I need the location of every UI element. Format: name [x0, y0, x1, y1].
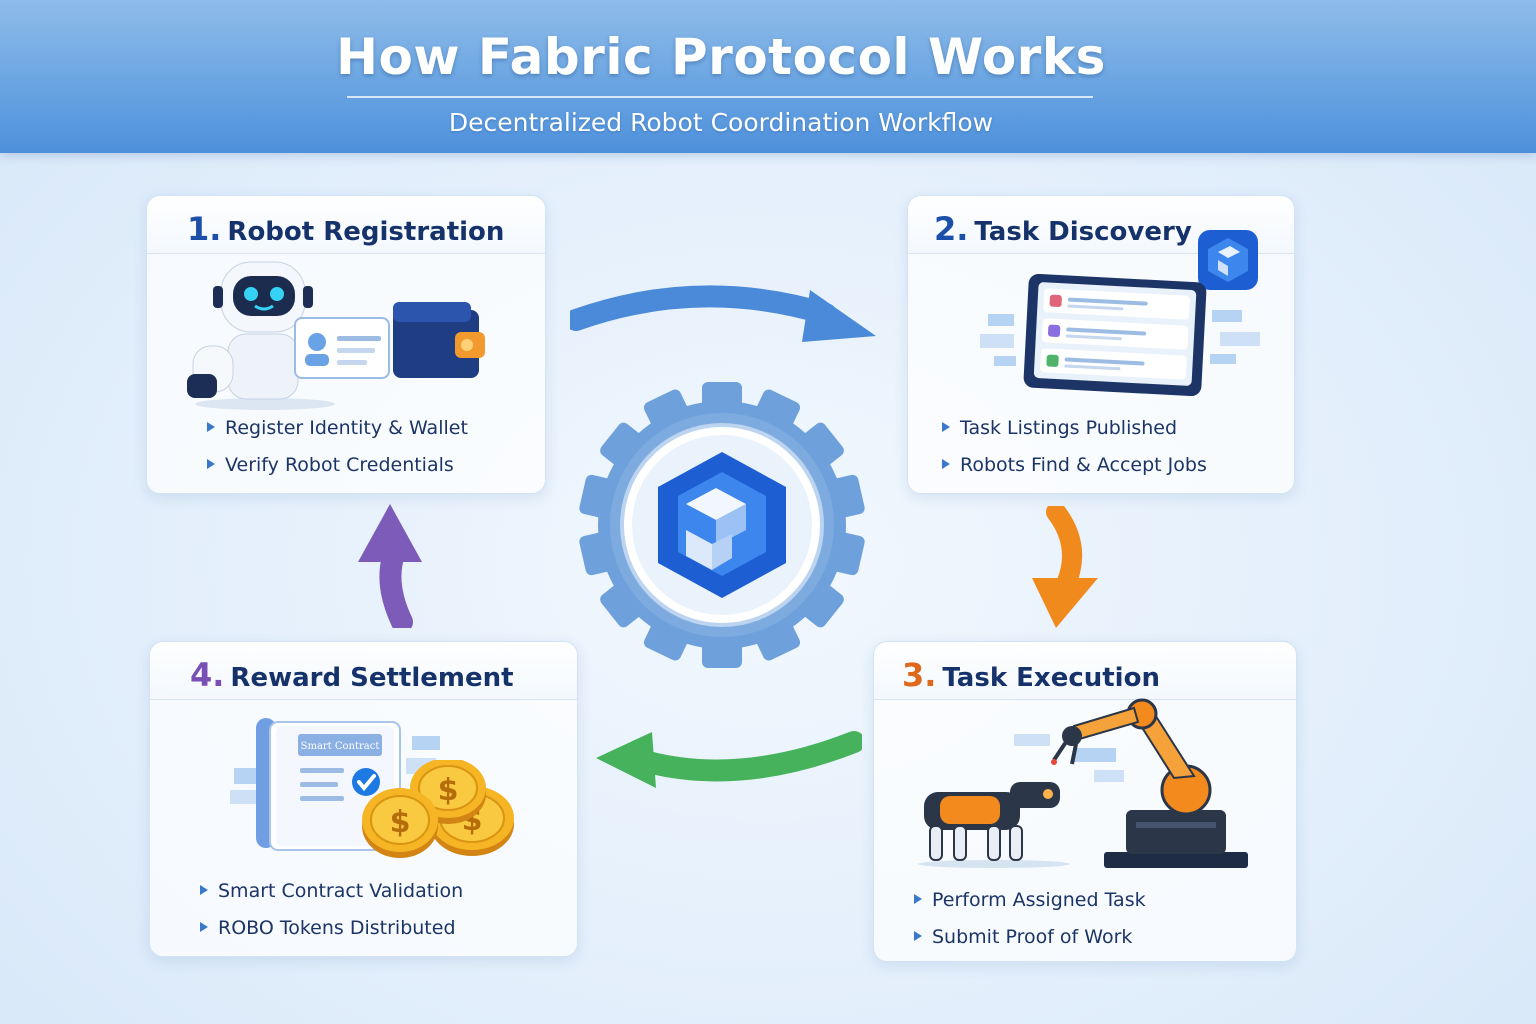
step-card-robot-registration: 1.Robot Registration Register Identity &… [146, 195, 546, 494]
step-card-header: 1.Robot Registration [147, 196, 545, 254]
step-title: 1.Robot Registration [187, 210, 504, 248]
list-item: Smart Contract Validation [200, 880, 463, 917]
step-card-header: 4.Reward Settlement [150, 642, 577, 700]
arrow-step4-to-step1 [358, 504, 422, 628]
list-item: Verify Robot Credentials [207, 454, 468, 491]
step-number: 1. [187, 210, 222, 248]
step-card-task-discovery: 2.Task Discovery [907, 195, 1295, 494]
list-item: Perform Assigned Task [914, 889, 1146, 926]
step-title-text: Reward Settlement [230, 663, 514, 693]
coin-symbol: $ [390, 805, 411, 840]
arrow-step2-to-step3 [1032, 506, 1098, 628]
fabric-logo-icon [1198, 230, 1258, 290]
step-title: 3.Task Execution [902, 656, 1160, 694]
step-title-text: Task Execution [942, 663, 1160, 693]
step-title-text: Robot Registration [227, 217, 505, 247]
page-subtitle: Decentralized Robot Coordination Workflo… [448, 108, 994, 137]
list-item: ROBO Tokens Distributed [200, 917, 463, 954]
step-title: 2.Task Discovery [934, 210, 1192, 248]
step-bullets: Smart Contract Validation ROBO Tokens Di… [200, 880, 463, 954]
robot-arm-icon [1014, 698, 1248, 868]
coin-symbol: $ [438, 773, 459, 808]
list-item: Robots Find & Accept Jobs [942, 454, 1207, 491]
list-item: Task Listings Published [942, 417, 1207, 454]
task-tablet-icon [980, 274, 1260, 396]
bullet-triangle-icon [942, 422, 950, 432]
fabric-logo-icon [658, 452, 786, 598]
arrow-step3-to-step4 [596, 731, 862, 788]
robot-dog-icon [918, 782, 1070, 868]
bullet-triangle-icon [914, 894, 922, 904]
robot-icon [187, 261, 335, 410]
bullet-triangle-icon [914, 931, 922, 941]
bullet-triangle-icon [207, 459, 215, 469]
title-divider [347, 96, 1093, 98]
bullet-triangle-icon [207, 422, 215, 432]
page-title: How Fabric Protocol Works [336, 28, 1106, 86]
coins-icon: $ $ $ [362, 760, 514, 858]
bullet-triangle-icon [200, 885, 208, 895]
step-title: 4.Reward Settlement [190, 656, 514, 694]
bullet-triangle-icon [942, 459, 950, 469]
list-item: Submit Proof of Work [914, 926, 1146, 963]
contract-label: Smart Contract [301, 741, 380, 752]
step-bullets: Perform Assigned Task Submit Proof of Wo… [914, 889, 1146, 963]
step-bullets: Register Identity & Wallet Verify Robot … [207, 417, 468, 491]
step-card-header: 3.Task Execution [874, 642, 1296, 700]
step-bullets: Task Listings Published Robots Find & Ac… [942, 417, 1207, 491]
gear-hub-icon [579, 382, 865, 668]
step-number: 2. [934, 210, 969, 248]
step-card-task-execution: 3.Task Execution Perform Assigned Task S… [873, 641, 1297, 962]
step-title-text: Task Discovery [974, 217, 1192, 247]
step-card-reward-settlement: 4.Reward Settlement Smart Contract $ [149, 641, 578, 957]
list-item: Register Identity & Wallet [207, 417, 468, 454]
id-card-icon [294, 317, 390, 379]
header-banner: How Fabric Protocol Works Decentralized … [0, 0, 1536, 153]
step-number: 3. [902, 656, 937, 694]
bullet-triangle-icon [200, 922, 208, 932]
wallet-icon [393, 302, 485, 378]
arrow-step1-to-step2 [570, 285, 876, 342]
step-number: 4. [190, 656, 225, 694]
